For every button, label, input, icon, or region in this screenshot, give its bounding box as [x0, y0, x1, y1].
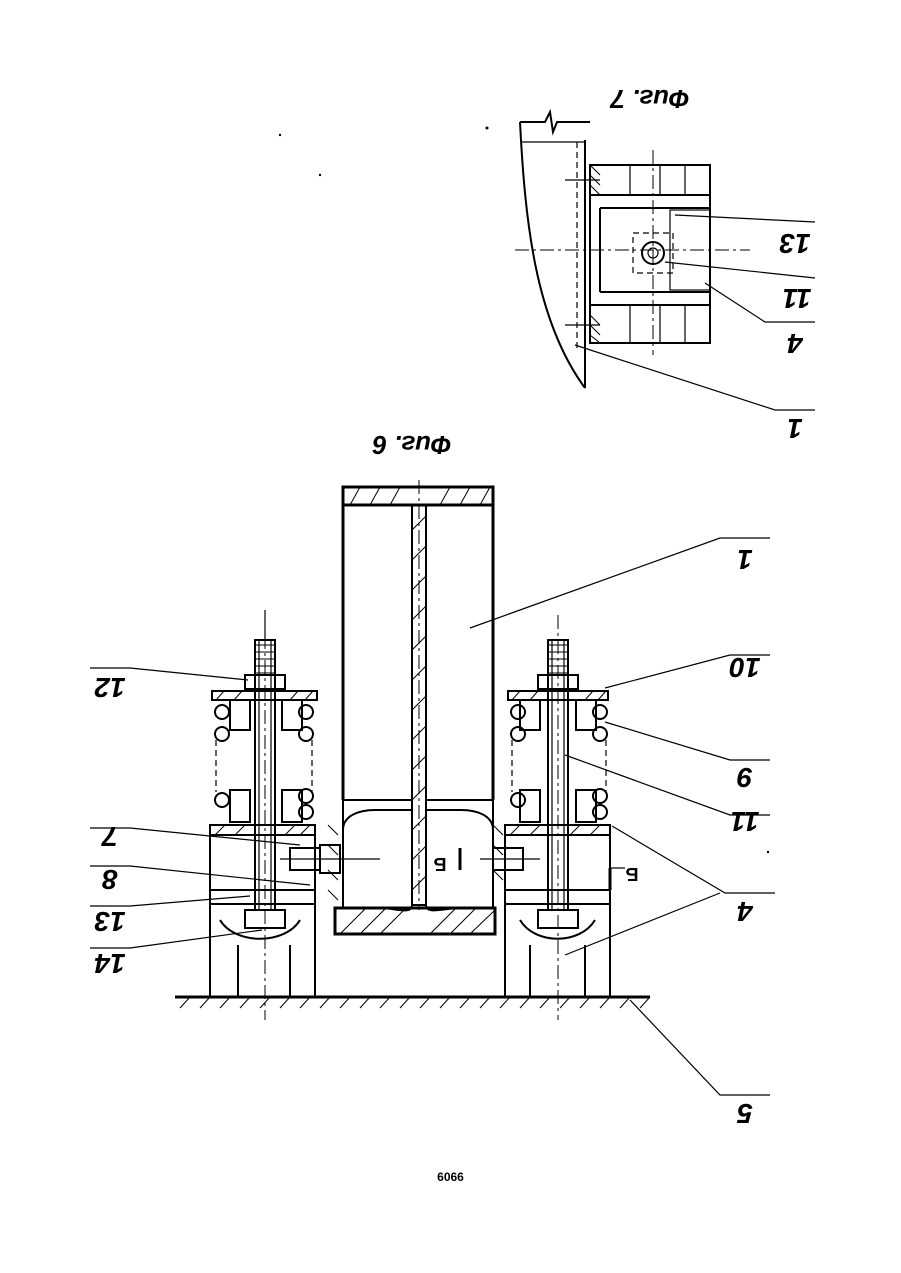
section-marks: Б Б: [433, 848, 638, 890]
label-4: 4: [737, 896, 754, 927]
right-support: [480, 615, 610, 1020]
label-12: 12: [94, 672, 126, 703]
label-10: 10: [729, 652, 761, 683]
label-13-fig7: 13: [779, 228, 811, 259]
label-8: 8: [102, 864, 118, 895]
section-label-b: Б: [433, 854, 446, 874]
label-11: 11: [730, 806, 759, 837]
section-label-b2: Б: [625, 864, 638, 884]
figure-7: 13 11 4 1 Фиг. 7: [515, 84, 815, 444]
i-beam-column: [335, 480, 495, 934]
label-1-fig7: 1: [787, 413, 803, 444]
page-number: 6066: [0, 1170, 901, 1184]
figure-6: Фиг. 6: [90, 430, 775, 1129]
label-13: 13: [94, 906, 126, 937]
label-5: 5: [737, 1098, 753, 1129]
figure-7-caption: Фиг. 7: [609, 84, 689, 114]
left-support: [210, 610, 380, 1020]
label-11-fig7: 11: [782, 283, 811, 314]
ground: [175, 997, 650, 1008]
label-9: 9: [737, 762, 753, 793]
label-4-fig7: 4: [787, 328, 804, 359]
label-1: 1: [737, 544, 753, 575]
label-14: 14: [94, 948, 126, 979]
figure-6-caption: Фиг. 6: [372, 430, 451, 460]
label-7: 7: [101, 821, 118, 852]
